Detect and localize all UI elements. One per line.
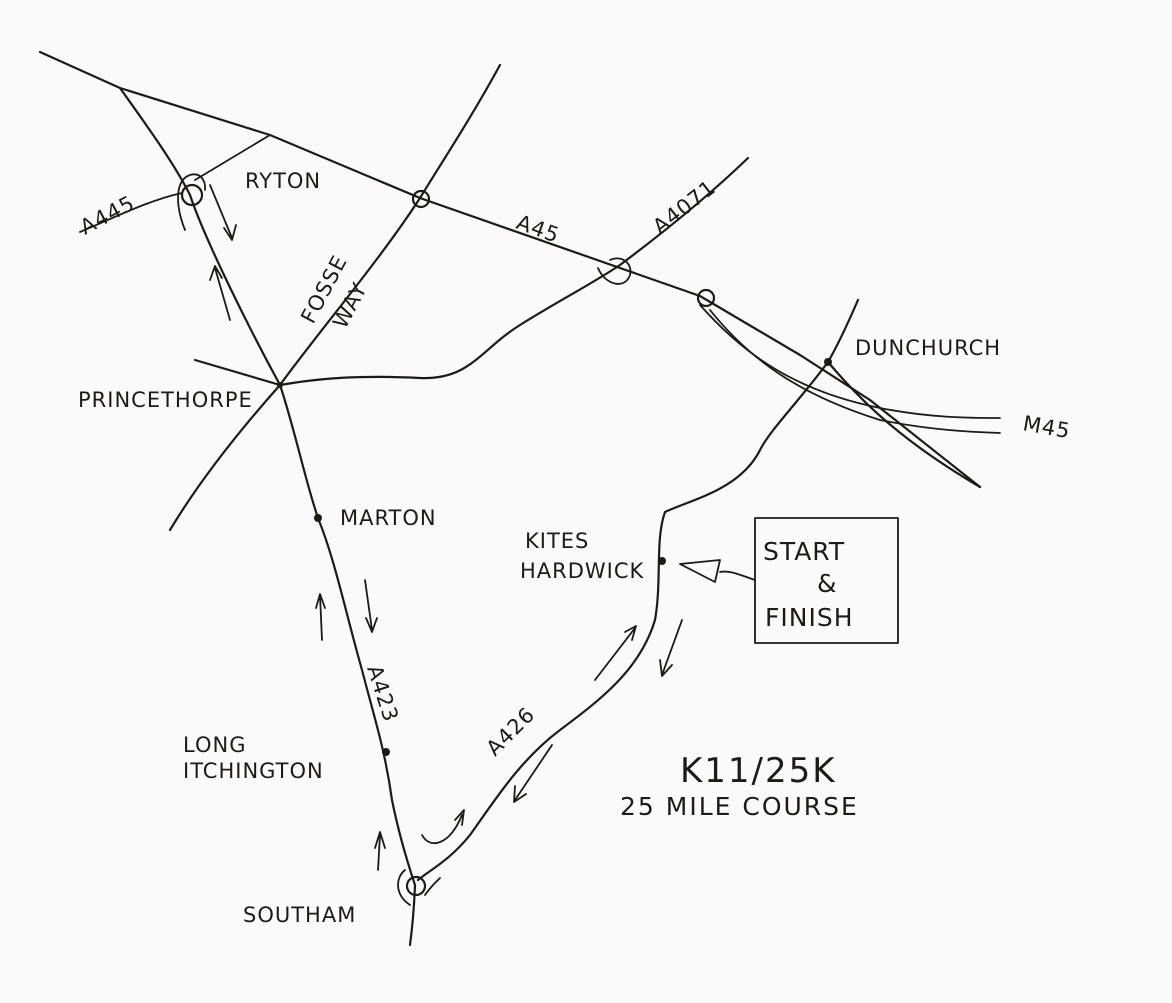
label-princethorpe: PRINCETHORPE	[78, 388, 253, 412]
ryton-roundabout	[180, 183, 204, 207]
princethorpe-dot	[277, 382, 283, 388]
start-finish-pointer	[679, 559, 756, 583]
label-m45: M45	[1021, 411, 1072, 443]
label-hardwick: HARDWICK	[520, 559, 645, 583]
road-m45-b	[709, 309, 1001, 434]
label-a445: A445	[76, 191, 139, 240]
label-a4071: A4071	[648, 175, 720, 239]
road-m45-a	[699, 304, 1001, 419]
a45-roundabout	[696, 288, 716, 308]
label-finish: FINISH	[765, 603, 854, 632]
course-description: 25 MILE COURSE	[620, 792, 859, 821]
label-itchington: ITCHINGTON	[183, 759, 324, 783]
label-marton: MARTON	[340, 506, 437, 530]
southam-loop	[397, 869, 441, 906]
road-west-princethorpe	[193, 358, 282, 387]
label-dunchurch: DUNCHURCH	[855, 336, 1001, 360]
road-a426-north	[826, 298, 982, 489]
ryton-loop	[177, 173, 206, 231]
label-kites: KITES	[525, 529, 589, 553]
fosse-roundabout	[411, 189, 431, 209]
label-ryton: RYTON	[245, 169, 321, 193]
road-a445	[79, 192, 183, 233]
label-a45: A45	[513, 210, 563, 248]
road-a426	[416, 360, 830, 882]
course-code: K11/25K	[680, 751, 837, 791]
label-ampersand: &	[817, 569, 838, 598]
road-fosse-way	[168, 63, 502, 532]
road-ryton	[194, 134, 271, 181]
label-southam: SOUTHAM	[243, 903, 356, 927]
label-long: LONG	[183, 733, 246, 757]
marton-dot	[314, 514, 322, 522]
kites-hardwick-dot	[658, 557, 666, 565]
long-itchington-dot	[382, 748, 390, 756]
direction-arrows	[209, 184, 683, 871]
dunchurch-dot	[824, 358, 832, 366]
label-a426: A426	[482, 702, 540, 760]
road-b4453	[278, 156, 750, 387]
label-start: START	[763, 537, 845, 566]
southam-roundabout	[405, 875, 427, 897]
a4071-junction	[597, 257, 632, 285]
road-a45	[38, 50, 982, 489]
